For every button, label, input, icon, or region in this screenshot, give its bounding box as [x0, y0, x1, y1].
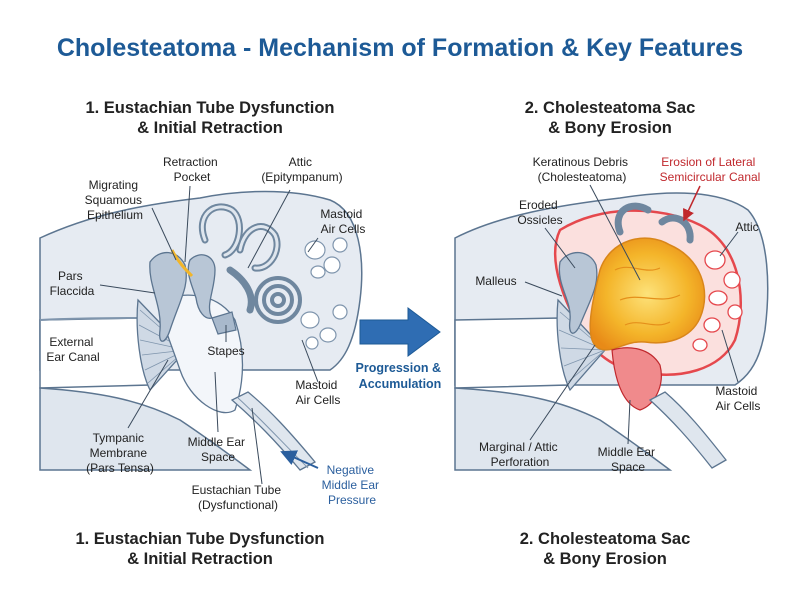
- panel1-heading-bottom: 1. Eustachian Tube Dysfunction & Initial…: [75, 530, 325, 568]
- panel1-labels: Retraction Pocket Attic (Epitympanum) Mi…: [46, 155, 383, 512]
- label-external-canal: External Ear Canal: [46, 335, 99, 364]
- label-migrating-epithelium: Migrating Squamous Epithelium: [85, 178, 146, 222]
- label-middle-ear-2: Middle Ear Space: [598, 445, 659, 474]
- label-mastoid-lower: Mastoid Air Cells: [295, 378, 340, 407]
- panel1-heading-top: 1. Eustachian Tube Dysfunction & Initial…: [85, 99, 335, 137]
- mastoid-cells-upper: [304, 237, 348, 279]
- label-marginal-perforation: Marginal / Attic Perforation: [479, 440, 561, 469]
- label-eroded-ossicles: Eroded Ossicles: [517, 198, 562, 227]
- label-tympanic-membrane: Tympanic Membrane (Pars Tensa): [86, 431, 154, 475]
- panel2-labels: Keratinous Debris (Cholesteatoma) Erosio…: [475, 155, 760, 474]
- erosion-arrow: [683, 185, 701, 222]
- label-attic-2: Attic: [735, 220, 758, 234]
- label-malleus: Malleus: [475, 274, 516, 288]
- retraction-pocket: [170, 249, 194, 278]
- label-erosion-canal: Erosion of Lateral Semicircular Canal: [660, 155, 761, 184]
- label-keratinous-debris: Keratinous Debris (Cholesteatoma): [533, 155, 632, 184]
- label-stapes: Stapes: [207, 344, 244, 358]
- progression-arrow: [359, 307, 441, 357]
- cholesteatoma-sac: [589, 237, 706, 351]
- negative-pressure-arrow: [280, 450, 319, 469]
- panel2-heading-top: 2. Cholesteatoma Sac & Bony Erosion: [524, 99, 696, 137]
- label-mastoid-2: Mastoid Air Cells: [715, 384, 760, 413]
- label-negative-pressure: Negative Middle Ear Pressure: [322, 463, 383, 507]
- label-middle-ear-space: Middle Ear Space: [188, 435, 249, 464]
- panel2-heading-bottom: 2. Cholesteatoma Sac & Bony Erosion: [519, 530, 691, 568]
- label-attic: Attic (Epitympanum): [261, 155, 342, 184]
- cochlea: [254, 276, 302, 324]
- inner-ear-inner: [200, 205, 279, 270]
- middle-ear-inflamed: [611, 347, 662, 411]
- external-canal-2: [454, 317, 569, 389]
- panel2-leaders: [524, 184, 739, 445]
- label-retraction-pocket: Retraction Pocket: [163, 155, 221, 184]
- page-title: Cholesteatoma - Mechanism of Formation &…: [56, 34, 744, 62]
- label-mastoid-upper: Mastoid Air Cells: [320, 207, 365, 236]
- label-pars-flaccida: Pars Flaccida: [50, 269, 95, 298]
- label-eustachian-tube: Eustachian Tube (Dysfunctional): [192, 483, 285, 512]
- label-progression: Progression & Accumulation: [356, 361, 445, 391]
- panel1-leaders: [99, 185, 319, 485]
- malleus: [149, 251, 187, 342]
- panel1-anatomy: [39, 190, 363, 471]
- stapes: [211, 311, 237, 335]
- panel2-anatomy: [454, 192, 769, 471]
- mastoid-cells-2: [692, 250, 743, 352]
- mastoid-cells-lower: [300, 304, 348, 350]
- malleus-2: [558, 251, 598, 334]
